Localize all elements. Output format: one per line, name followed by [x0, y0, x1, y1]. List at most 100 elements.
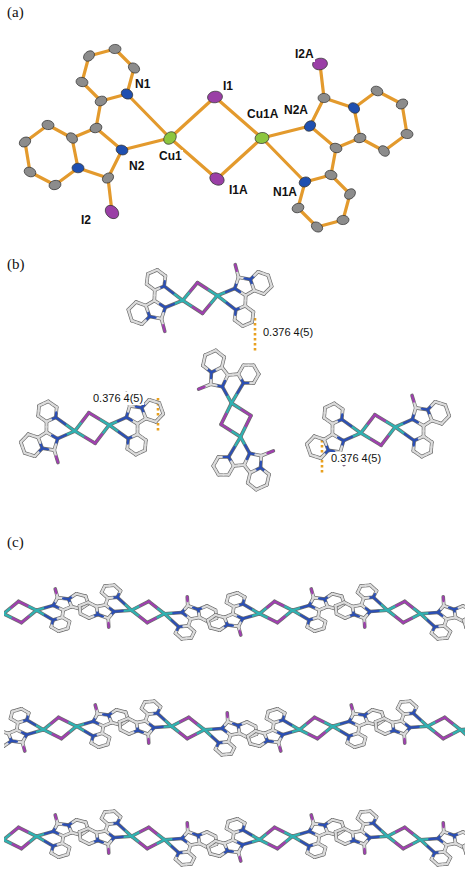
bond-outline [42, 717, 59, 729]
bond-outline [361, 605, 371, 612]
bond-outline [241, 436, 250, 455]
bond-stick [412, 395, 414, 401]
bond-stick [45, 614, 53, 620]
bond-outline [203, 730, 220, 743]
bond-stick [221, 362, 225, 367]
bond-outline [447, 843, 456, 846]
bond-outline [137, 433, 145, 441]
bond-stick [267, 451, 273, 453]
bond-stick [319, 437, 324, 440]
bond-outline [105, 605, 115, 612]
bond-stick [191, 844, 195, 846]
bond-outline [273, 729, 283, 736]
bond-outline [93, 714, 99, 722]
bond-stick [241, 407, 251, 417]
atom-ellipsoid [103, 203, 122, 222]
bond-outline [98, 712, 109, 716]
bond-stick [227, 302, 236, 311]
bond-stick [324, 726, 333, 732]
bond-outline [107, 618, 109, 627]
bond-outline [298, 717, 315, 729]
bond-stick [117, 823, 125, 829]
bond-outline [344, 828, 353, 832]
bond-outline [89, 840, 98, 845]
bond-outline [98, 744, 107, 747]
atom-ellipsoid [18, 135, 33, 149]
bond-outline [427, 402, 437, 410]
bond-stick [436, 717, 445, 723]
bond-outline [275, 826, 293, 838]
panel-a [18, 44, 414, 234]
bond-stick [132, 720, 136, 722]
bond-stick [243, 616, 252, 618]
bond-outline [412, 395, 416, 408]
bond-stick [224, 403, 234, 414]
bond-outline [429, 442, 433, 452]
stick-molecule [117, 698, 259, 758]
bond-outline [260, 612, 278, 624]
bond-outline [248, 481, 257, 491]
bond-stick [141, 303, 146, 306]
bond-outline [242, 597, 245, 604]
bond-outline [311, 589, 313, 598]
bond-outline [250, 743, 259, 747]
bond-outline [11, 740, 22, 744]
bond-outline [95, 705, 97, 714]
stick-molecule [205, 808, 347, 868]
bond-outline [404, 827, 422, 839]
bond-stick [103, 724, 107, 726]
bond-outline [228, 593, 237, 596]
bond-outline [17, 729, 27, 736]
bond-outline [198, 384, 211, 389]
atom-ellipsoid [115, 144, 129, 157]
atom-ellipsoid [161, 129, 179, 147]
bond-outline [245, 305, 253, 313]
bond-stick [238, 426, 248, 437]
bond-stick [427, 726, 436, 732]
bond-stick [413, 441, 415, 446]
bond-outline [363, 844, 365, 853]
bond-stick [328, 832, 332, 834]
bond-stick [171, 620, 179, 626]
stick-molecule [15, 382, 170, 474]
bond-outline [150, 315, 162, 320]
bond-stick [259, 608, 268, 614]
bond-stick [101, 830, 105, 832]
bond-stick [27, 605, 36, 611]
bond-outline [441, 416, 451, 424]
bond-outline [443, 606, 454, 610]
stick-molecule [4, 698, 131, 758]
bond-outline [261, 466, 270, 476]
bond-stick [13, 843, 22, 849]
bond-outline [351, 705, 353, 714]
bond-outline [394, 731, 405, 735]
stick-molecule [4, 808, 91, 868]
bond-outline [130, 836, 148, 848]
bond-outline [58, 628, 67, 631]
bond-stick [235, 310, 237, 315]
bond-stick [311, 815, 312, 819]
bond-outline [76, 721, 94, 726]
bond-outline [22, 735, 28, 743]
bond-stick [101, 604, 105, 606]
bond-outline [108, 822, 117, 825]
bond-outline [36, 831, 54, 836]
bond-outline [309, 598, 315, 606]
bond-stick [92, 736, 94, 739]
bond-stick [239, 733, 243, 735]
bond-outline [51, 620, 54, 627]
bond-stick [213, 728, 222, 730]
bond-outline [130, 404, 142, 410]
bond-outline [147, 612, 164, 624]
bond-outline [55, 589, 57, 598]
bond-stick [420, 612, 429, 614]
bond-outline [235, 264, 238, 277]
bond-outline [336, 601, 345, 606]
bond-stick [367, 415, 377, 424]
bond-outline [403, 838, 420, 850]
bond-stick [171, 726, 180, 732]
bond-outline [20, 434, 30, 442]
bond-outline [26, 730, 44, 735]
bond-stick [328, 606, 332, 608]
bond-stick [379, 609, 388, 611]
